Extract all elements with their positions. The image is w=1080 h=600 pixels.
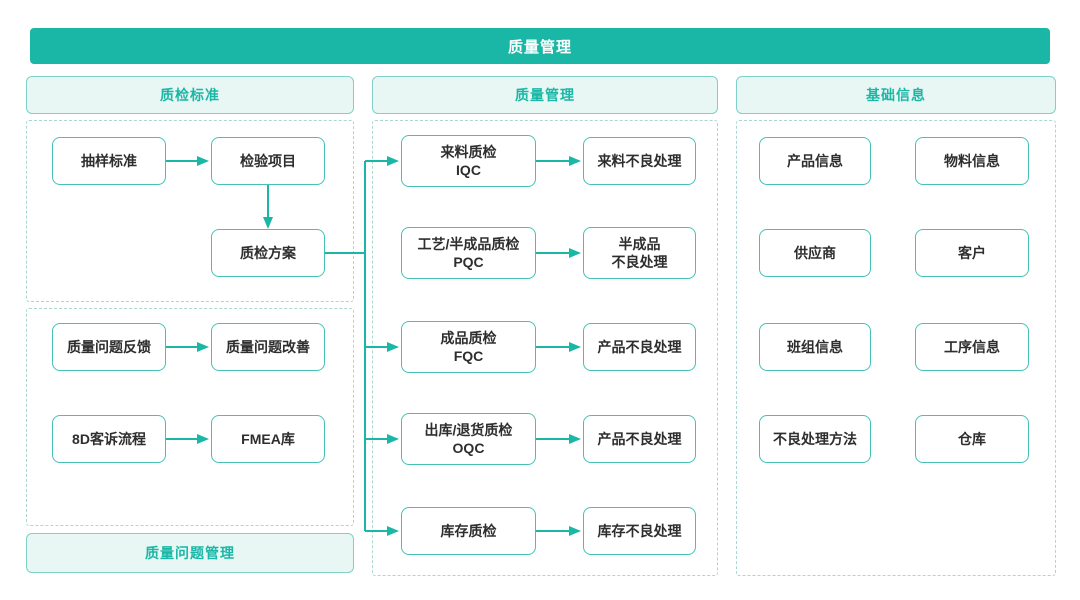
node-product-defect-handling-1: 产品不良处理: [583, 323, 696, 371]
node-supplier: 供应商: [759, 229, 871, 277]
banner-quality-management: 质量管理: [30, 28, 1050, 64]
node-incoming-defect-handling: 来料不良处理: [583, 137, 696, 185]
node-material-info: 物料信息: [915, 137, 1029, 185]
node-fmea-library: FMEA库: [211, 415, 325, 463]
node-sampling-standard: 抽样标准: [52, 137, 166, 185]
node-warehouse: 仓库: [915, 415, 1029, 463]
node-issue-improvement: 质量问题改善: [211, 323, 325, 371]
header-quality-management-label: 质量管理: [515, 87, 575, 103]
node-customer: 客户: [915, 229, 1029, 277]
node-8d-complaint-process: 8D客诉流程: [52, 415, 166, 463]
node-defect-handling-method: 不良处理方法: [759, 415, 871, 463]
group-inspection-standards: [26, 120, 354, 302]
node-product-info: 产品信息: [759, 137, 871, 185]
group-basic-information: [736, 120, 1056, 576]
node-inspection-item: 检验项目: [211, 137, 325, 185]
node-issue-feedback: 质量问题反馈: [52, 323, 166, 371]
node-product-defect-handling-2: 产品不良处理: [583, 415, 696, 463]
node-stock-inspection: 库存质检: [401, 507, 536, 555]
header-quality-management: 质量管理: [372, 76, 718, 114]
group-quality-issues: [26, 308, 354, 526]
node-team-info: 班组信息: [759, 323, 871, 371]
node-inspection-plan: 质检方案: [211, 229, 325, 277]
node-process-info: 工序信息: [915, 323, 1029, 371]
banner-title: 质量管理: [507, 38, 572, 56]
node-semifinished-defect-handling: 半成品 不良处理: [583, 227, 696, 279]
node-outbound-inspection-oqc: 出库/退货质检 OQC: [401, 413, 536, 465]
header-basic-information-label: 基础信息: [866, 87, 926, 103]
node-final-inspection-fqc: 成品质检 FQC: [401, 321, 536, 373]
node-process-inspection-pqc: 工艺/半成品质检 PQC: [401, 227, 536, 279]
header-inspection-standards: 质检标准: [26, 76, 354, 114]
header-quality-issue-management: 质量问题管理: [26, 533, 354, 573]
header-inspection-standards-label: 质检标准: [160, 87, 220, 103]
group-quality-management: [372, 120, 718, 576]
node-incoming-inspection-iqc: 来料质检 IQC: [401, 135, 536, 187]
node-stock-defect-handling: 库存不良处理: [583, 507, 696, 555]
header-quality-issue-management-label: 质量问题管理: [145, 545, 235, 561]
header-basic-information: 基础信息: [736, 76, 1056, 114]
